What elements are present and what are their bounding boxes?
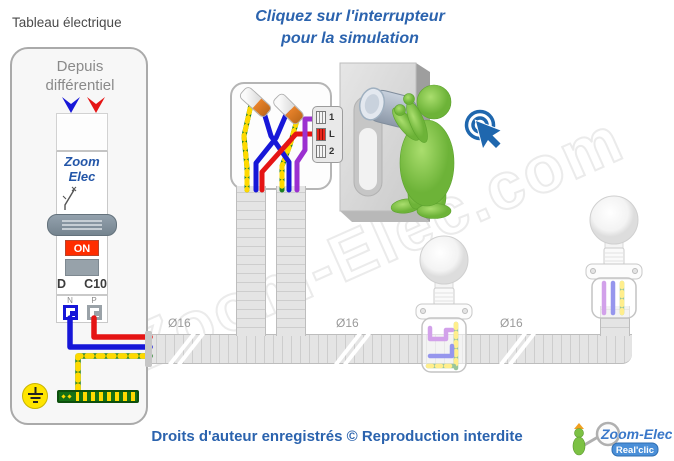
breaker-curve-label: D [57, 277, 67, 291]
conduit-diameter-label: Ø16 [336, 316, 359, 330]
switch-cylinder-cap-inner [364, 94, 380, 114]
ground-busbar [57, 390, 139, 403]
phase-terminal-label: P [91, 296, 97, 305]
breaker-brand-line1: Zoom [64, 154, 100, 169]
page-title: Cliquez sur l'interrupteur pour la simul… [190, 6, 510, 49]
breaker-brand-line2: Elec [68, 168, 96, 184]
terminal-1-icon [316, 111, 326, 124]
switch-terminal-block: 1 L 2 [312, 106, 343, 163]
conduit-diameter-label: Ø16 [168, 316, 191, 330]
conduit-horizontal [148, 334, 632, 364]
conduit-end-cap [145, 331, 152, 367]
breaker-amp-label: C10 [84, 277, 107, 291]
lamp-2 [585, 195, 643, 319]
character-head [416, 84, 452, 120]
terminal-2-label: 2 [329, 146, 335, 157]
breaker-on-button[interactable]: ON [65, 240, 99, 256]
breaker-lever[interactable] [47, 214, 117, 236]
character-figure [390, 84, 455, 219]
terminal-2-icon [316, 145, 326, 158]
supply-source-label: Depuis différentiel [45, 58, 115, 94]
earth-ground-icon [22, 383, 48, 409]
brand-logo: Zoom-Elec Real'clic [568, 421, 672, 459]
supply-down-arrows [62, 97, 105, 113]
logo-character-icon [572, 423, 586, 456]
click-cursor-icon [464, 109, 503, 151]
breaker-window [65, 259, 99, 276]
lamp1-base-cup [421, 317, 467, 373]
logo-magnifier-icon [595, 421, 621, 447]
phase-arrow-icon [87, 97, 105, 113]
lamp2-base-cup [591, 277, 637, 319]
neutral-terminal-label: N [67, 296, 73, 305]
logo-subtitle-text: Real'clic [616, 445, 654, 456]
page-title-line2: pour la simulation [281, 29, 419, 47]
copyright-text: Droits d'auteur enregistrés © Reproducti… [151, 428, 523, 445]
neutral-arrow-icon [62, 97, 80, 113]
character-hand-right [403, 93, 415, 105]
breaker-contact-symbol-icon [62, 186, 77, 210]
character-body [399, 119, 455, 207]
lamp-1 [415, 235, 473, 373]
phase-wire [91, 315, 153, 340]
conduit-diameter-label: Ø16 [500, 316, 523, 330]
breaker-rating: D C10 [57, 277, 107, 291]
neutral-wire [67, 315, 153, 350]
terminal-1-label: 1 [329, 112, 335, 123]
terminal-L-label: L [329, 129, 335, 140]
jbox-neutral-wire-2 [253, 107, 291, 193]
jbox-switched-wire [294, 116, 317, 193]
character-hand-left [394, 104, 406, 116]
lamp1-bulb-glass [419, 235, 469, 285]
character-foot-right [416, 203, 452, 219]
switch-slot [359, 128, 377, 190]
panel-title: Tableau électrique [12, 15, 122, 30]
conduit-vertical-left [236, 186, 266, 336]
lamp2-bulb-glass [589, 195, 639, 245]
terminal-L-icon [316, 128, 326, 141]
switch-plate-bottom [340, 211, 430, 222]
conduit-vertical-right [276, 186, 306, 336]
earth-wire-stripe [75, 353, 153, 394]
logo-brand-text: Zoom-Elec [600, 426, 672, 442]
jbox-earth-wire-1s [241, 97, 255, 193]
breaker-brand: Zoom Elec [56, 154, 108, 185]
breaker-top-section [56, 113, 108, 152]
page-title-line1: Cliquez sur l'interrupteur [255, 8, 445, 25]
